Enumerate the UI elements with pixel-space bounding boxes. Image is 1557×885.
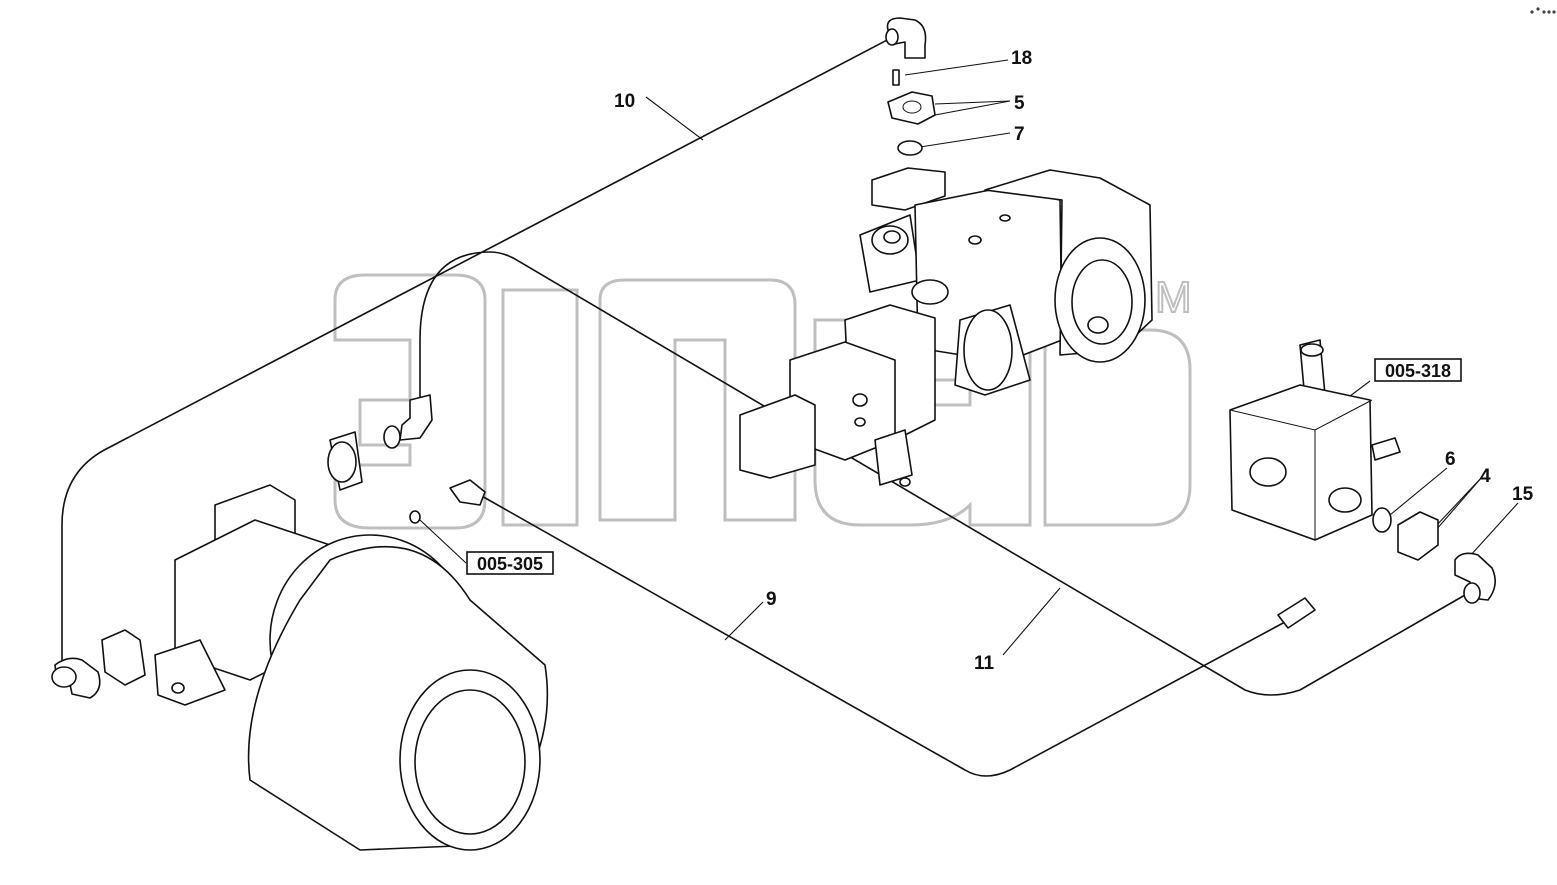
bolt-18: [892, 69, 900, 86]
callout-18: 18: [1011, 48, 1032, 69]
callout-11: 11: [974, 653, 995, 674]
callout-9: 9: [766, 589, 777, 610]
o-ring-6: [1372, 507, 1392, 533]
reference-005-305: 005-305: [477, 554, 543, 574]
flange-clamp-4: [1397, 511, 1439, 561]
callout-6: 6: [1445, 449, 1456, 470]
reference-box-005-305[interactable]: 005-305: [466, 551, 554, 575]
o-ring-7: [897, 140, 923, 156]
callout-labels: 18 5 7 10 9 11 6 4 15: [614, 48, 1534, 674]
callout-7: 7: [1014, 124, 1025, 145]
reference-005-318: 005-318: [1385, 361, 1451, 381]
callout-4: 4: [1480, 466, 1491, 487]
flange-clamp-left: [101, 629, 146, 686]
hose-fittings-center: [383, 394, 486, 524]
drive-motor-gearbox: [51, 431, 549, 851]
hose-11: [419, 251, 1466, 696]
top-fitting-stack: [885, 17, 936, 156]
corner-dots-icon: [1530, 7, 1556, 14]
reference-box-005-318[interactable]: 005-318: [1374, 358, 1462, 382]
callout-5: 5: [1014, 93, 1025, 114]
hose-9: [479, 494, 1286, 777]
elbow-fitting-top: [886, 17, 927, 59]
elbow-fitting-15: [1454, 552, 1496, 601]
hose-10: [61, 37, 892, 665]
hydraulic-pump-assembly: [739, 167, 1153, 487]
callout-15: 15: [1512, 484, 1534, 505]
flange-clamp-5: [887, 91, 936, 125]
watermark-tm: M: [1155, 273, 1192, 322]
valve-block: [1229, 339, 1496, 629]
hose-lines: [61, 37, 1466, 777]
callout-10: 10: [614, 91, 635, 112]
